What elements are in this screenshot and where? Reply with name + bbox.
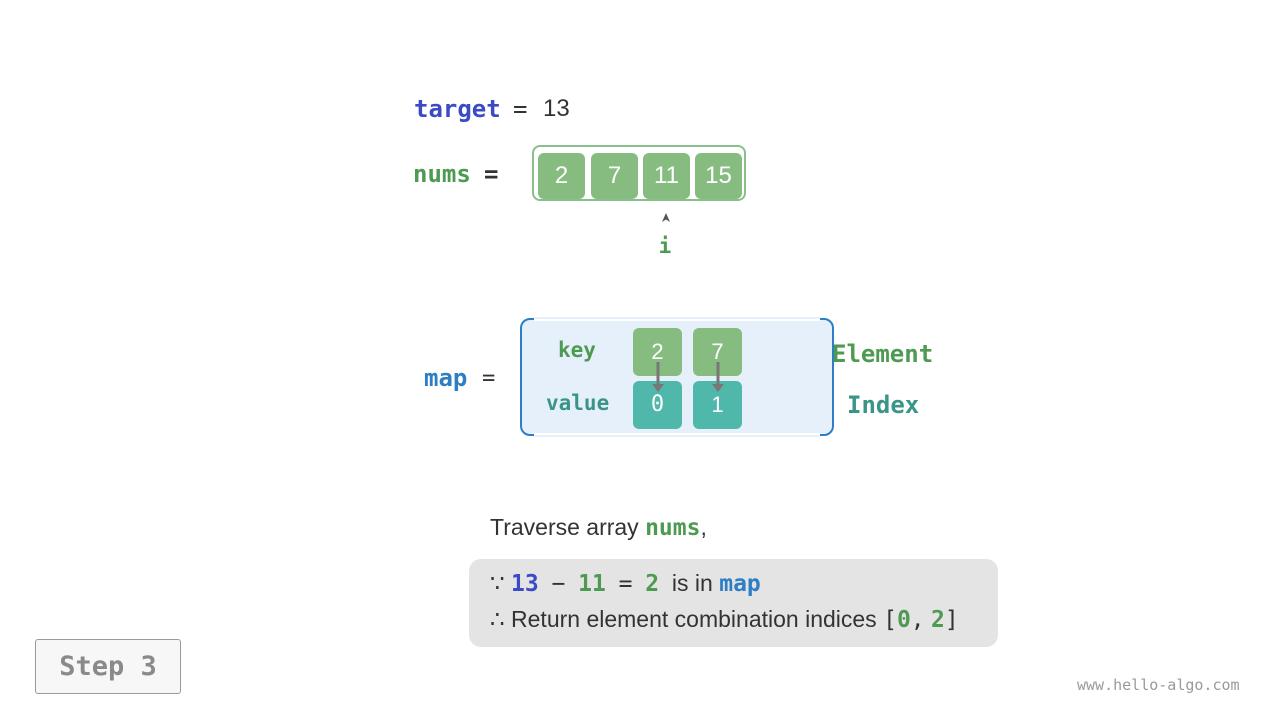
return-text: Return element combination indices xyxy=(511,606,877,632)
nums-label: nums xyxy=(413,160,471,188)
description-nums-word: nums xyxy=(645,515,701,541)
array-cell: 7 xyxy=(591,153,638,199)
bracket-inner-top xyxy=(534,317,820,319)
map-key-cell: 2 xyxy=(633,328,682,376)
key-meaning-label: Element xyxy=(832,340,934,368)
because-symbol: ∵ xyxy=(490,570,505,596)
key-to-value-arrows xyxy=(652,362,724,392)
bracket-inner-bottom xyxy=(534,435,820,437)
explain-current-value: 11 xyxy=(578,571,606,597)
nums-equals: = xyxy=(484,160,499,188)
result-index-b: 2 xyxy=(931,607,945,633)
map-equals: = xyxy=(482,366,496,391)
target-equals: = xyxy=(513,95,528,123)
explanation-box xyxy=(469,559,998,647)
key-value-arrow-head xyxy=(712,384,724,392)
nums-array: 2 7 11 15 xyxy=(532,145,746,201)
map-key-label: key xyxy=(558,338,596,362)
step-badge: Step 3 xyxy=(35,639,181,694)
explain-map-word: map xyxy=(719,571,761,597)
explain-diff-value: 2 xyxy=(645,571,660,597)
target-value: 13 xyxy=(543,95,570,122)
because-line: ∵ 13 − 11 = 2 is in map xyxy=(490,570,761,597)
description-suffix: , xyxy=(700,514,707,540)
value-meaning-label: Index xyxy=(847,391,920,419)
result-index-a: 0 xyxy=(896,607,911,633)
watermark: www.hello-algo.com xyxy=(1077,676,1240,694)
array-cell: 15 xyxy=(695,153,742,199)
bracket-mask-top xyxy=(534,317,820,321)
description-text: Traverse array nums, xyxy=(490,514,707,541)
equals-sign: = xyxy=(618,571,633,597)
array-cell: 2 xyxy=(538,153,585,199)
map-value-label: value xyxy=(546,391,610,415)
pointer-label: i xyxy=(658,234,672,258)
is-in-text: is in xyxy=(671,570,713,596)
minus-sign: − xyxy=(551,571,566,597)
pointer-arrow-icon xyxy=(662,213,670,222)
target-label: target xyxy=(414,95,501,123)
therefore-line: ∴ Return element combination indices [0,… xyxy=(490,606,959,633)
hash-map-box: 2 7 0 1 xyxy=(520,317,834,437)
close-bracket: ] xyxy=(944,607,959,633)
explain-target-value: 13 xyxy=(511,571,539,597)
array-cell: 11 xyxy=(643,153,690,199)
open-bracket: [ xyxy=(883,607,897,633)
therefore-symbol: ∴ xyxy=(490,606,505,632)
result-comma: , xyxy=(910,607,925,633)
description-prefix: Traverse array xyxy=(490,514,646,540)
key-value-arrow-head xyxy=(652,384,664,392)
map-label: map xyxy=(424,364,468,392)
